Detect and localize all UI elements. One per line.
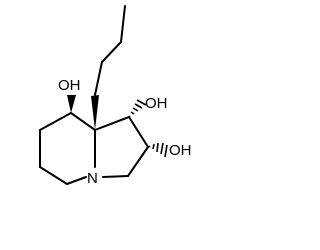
hashed-bond-oh-right <box>148 142 168 158</box>
bond-ring6-a <box>70 112 96 131</box>
nitrogen-label: N <box>87 170 98 187</box>
bond-ring6-b <box>39 112 72 131</box>
molecule-structure: OH OH OH N <box>39 5 192 187</box>
bond-propyl-3 <box>120 5 126 43</box>
hashed-bond-oh-top-right <box>128 99 147 118</box>
oh-label-right: OH <box>169 142 192 159</box>
bond-ring5-c <box>127 146 149 177</box>
oh-label-top-left: OH <box>58 77 81 94</box>
bond-ring5-a <box>94 116 130 131</box>
bond-ring5-b <box>128 116 149 148</box>
bond-ring6-e <box>66 176 87 185</box>
wedge-bond-oh-left <box>67 95 76 113</box>
bond-propyl-2 <box>101 41 122 63</box>
bond-ring5-d <box>102 175 129 178</box>
bond-propyl-1 <box>94 61 103 96</box>
oh-label-top-right: OH <box>145 95 168 112</box>
wedge-bond-propyl <box>91 95 99 130</box>
bond-ring6-d <box>39 166 68 185</box>
